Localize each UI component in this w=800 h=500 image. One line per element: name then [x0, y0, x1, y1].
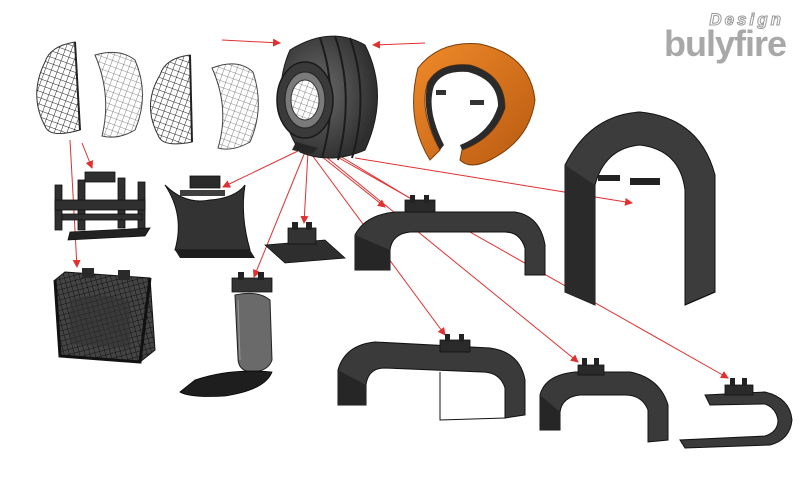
bench-stand-bottom [337, 334, 526, 421]
arrow-to-core-left [221, 38, 281, 47]
leg-frame-stand [54, 171, 151, 241]
flat-plate-mount [264, 222, 346, 264]
arrow-to-bench-top [315, 151, 386, 208]
small-arch-stand [539, 358, 669, 443]
fireplace-core [276, 35, 378, 161]
brand-tagline: Design [709, 10, 784, 30]
arrow-to-core-right [372, 40, 426, 49]
saddle-stand [164, 175, 255, 258]
mesh-screen-3 [149, 54, 193, 145]
c-shape-stand [679, 378, 793, 449]
mesh-screen-1 [36, 41, 81, 134]
arrow-to-saddle [222, 149, 301, 188]
brand-logo: bulyfire [663, 23, 787, 64]
arrow-to-small-arch [319, 151, 579, 363]
tall-arch-stand [564, 111, 716, 306]
arrow-to-plate [300, 151, 309, 224]
mesh-screen-4 [211, 63, 259, 150]
mesh-basket-stand [53, 268, 156, 364]
mesh-screen-2 [94, 51, 143, 138]
pedestal-stand [179, 272, 273, 397]
bench-stand-top [354, 195, 546, 276]
arrow-to-pedestal [252, 151, 306, 278]
orange-surround [413, 43, 536, 166]
arrow-to-leg-frame [81, 142, 94, 169]
